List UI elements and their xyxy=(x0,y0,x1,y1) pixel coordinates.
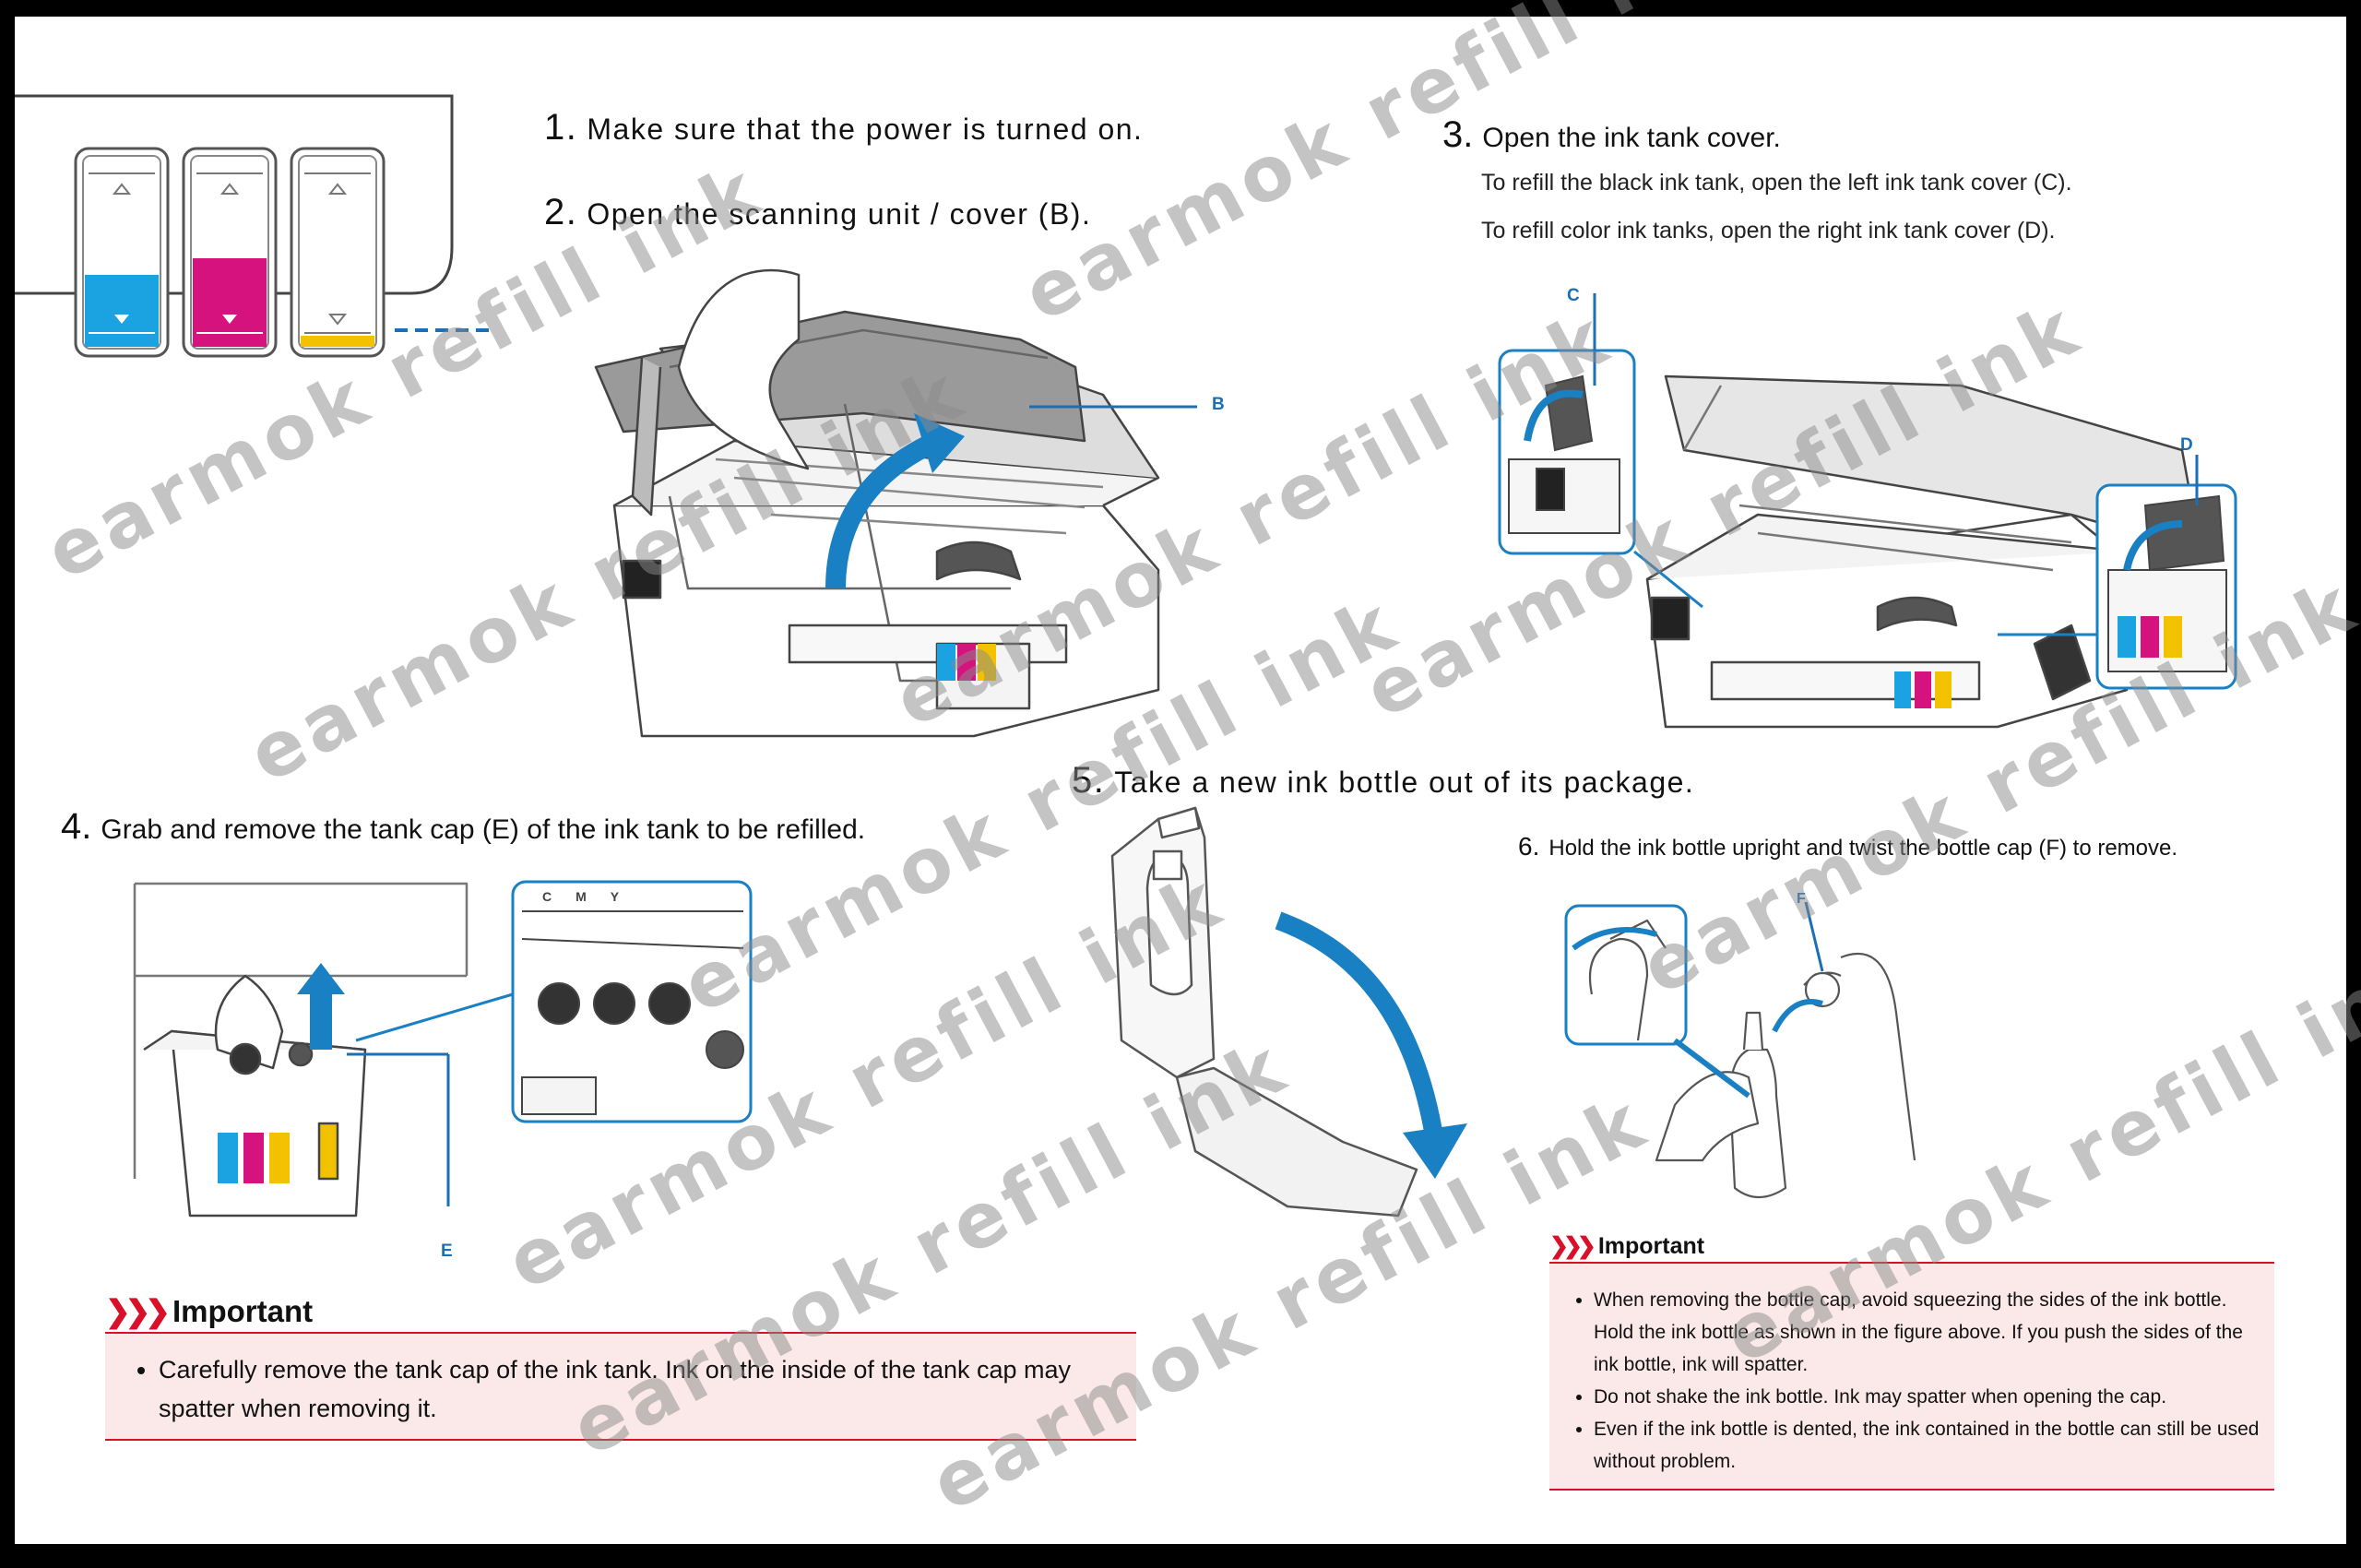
important-right-title: Important xyxy=(1597,1232,1705,1259)
tank-label-c: C xyxy=(542,889,552,904)
important-arrows-icon: ❯❯❯ xyxy=(105,1294,171,1328)
step-1-number: 1. xyxy=(544,107,578,148)
step-3: 3. Open the ink tank cover. xyxy=(1442,114,1781,156)
important-right-item-3: Even if the ink bottle is dented, the in… xyxy=(1594,1413,2263,1478)
important-left-header: ❯❯❯ Important xyxy=(105,1293,313,1329)
callout-e: E xyxy=(441,1241,453,1261)
step-5-text: Take a new ink bottle out of its package… xyxy=(1114,766,1695,799)
important-right-item-2: Do not shake the ink bottle. Ink may spa… xyxy=(1594,1381,2263,1413)
important-right-item-1: When removing the bottle cap, avoid sque… xyxy=(1594,1284,2263,1381)
cyan-tank-icon xyxy=(74,147,170,358)
step-2: 2. Open the scanning unit / cover (B). xyxy=(544,192,1091,233)
step-4-text: Grab and remove the tank cap (E) of the … xyxy=(101,814,866,845)
step-4-number: 4. xyxy=(61,806,92,847)
tank-labels: C M Y xyxy=(542,889,619,904)
step-2-text: Open the scanning unit / cover (B). xyxy=(587,197,1092,231)
step-6-text: Hold the ink bottle upright and twist th… xyxy=(1548,836,2178,861)
tank-cap-illustration xyxy=(133,880,753,1218)
tank-label-y: Y xyxy=(610,889,620,904)
printer-scanner-open-illustration xyxy=(594,268,1197,738)
step-3-line-2: To refill color ink tanks, open the righ… xyxy=(1481,218,2056,244)
step-1: 1. Make sure that the power is turned on. xyxy=(544,107,1143,148)
step-3-number: 3. xyxy=(1442,114,1474,155)
callout-d: D xyxy=(2180,435,2193,455)
important-left-title: Important xyxy=(172,1293,314,1328)
step-3-line-1: To refill the black ink tank, open the l… xyxy=(1481,170,2072,196)
step-3-text: Open the ink tank cover. xyxy=(1482,123,1781,153)
callout-f: F xyxy=(1797,891,1806,907)
important-right-box: When removing the bottle cap, avoid sque… xyxy=(1549,1262,2274,1491)
important-right-header: ❯❯❯ Important xyxy=(1549,1232,1704,1260)
ink-bottle-package-illustration xyxy=(1110,806,1467,1218)
step-5: 5.Take a new ink bottle out of its packa… xyxy=(1072,760,1694,802)
tank-label-m: M xyxy=(575,889,587,904)
step-2-number: 2. xyxy=(544,192,578,232)
step-6: 6. Hold the ink bottle upright and twist … xyxy=(1518,832,2177,861)
ink-tank-cover-illustration xyxy=(1498,293,2237,729)
ink-level-panel xyxy=(15,94,494,358)
manual-page: 1. Make sure that the power is turned on.… xyxy=(15,17,2346,1544)
step-1-text: Make sure that the power is turned on. xyxy=(587,113,1144,146)
callout-c: C xyxy=(1567,286,1580,305)
important-arrows-icon-2: ❯❯❯ xyxy=(1549,1233,1596,1259)
step-5-number: 5. xyxy=(1072,760,1106,801)
step-4: 4. Grab and remove the tank cap (E) of th… xyxy=(61,806,865,848)
step-6-number: 6. xyxy=(1518,832,1540,861)
yellow-tank-icon xyxy=(290,147,386,358)
important-left-box: Carefully remove the tank cap of the ink… xyxy=(105,1332,1136,1441)
bottle-cap-illustration xyxy=(1564,901,1916,1199)
important-left-item-1: Carefully remove the tank cap of the ink… xyxy=(159,1350,1136,1428)
callout-b: B xyxy=(1212,395,1225,414)
magenta-tank-icon xyxy=(182,147,278,358)
